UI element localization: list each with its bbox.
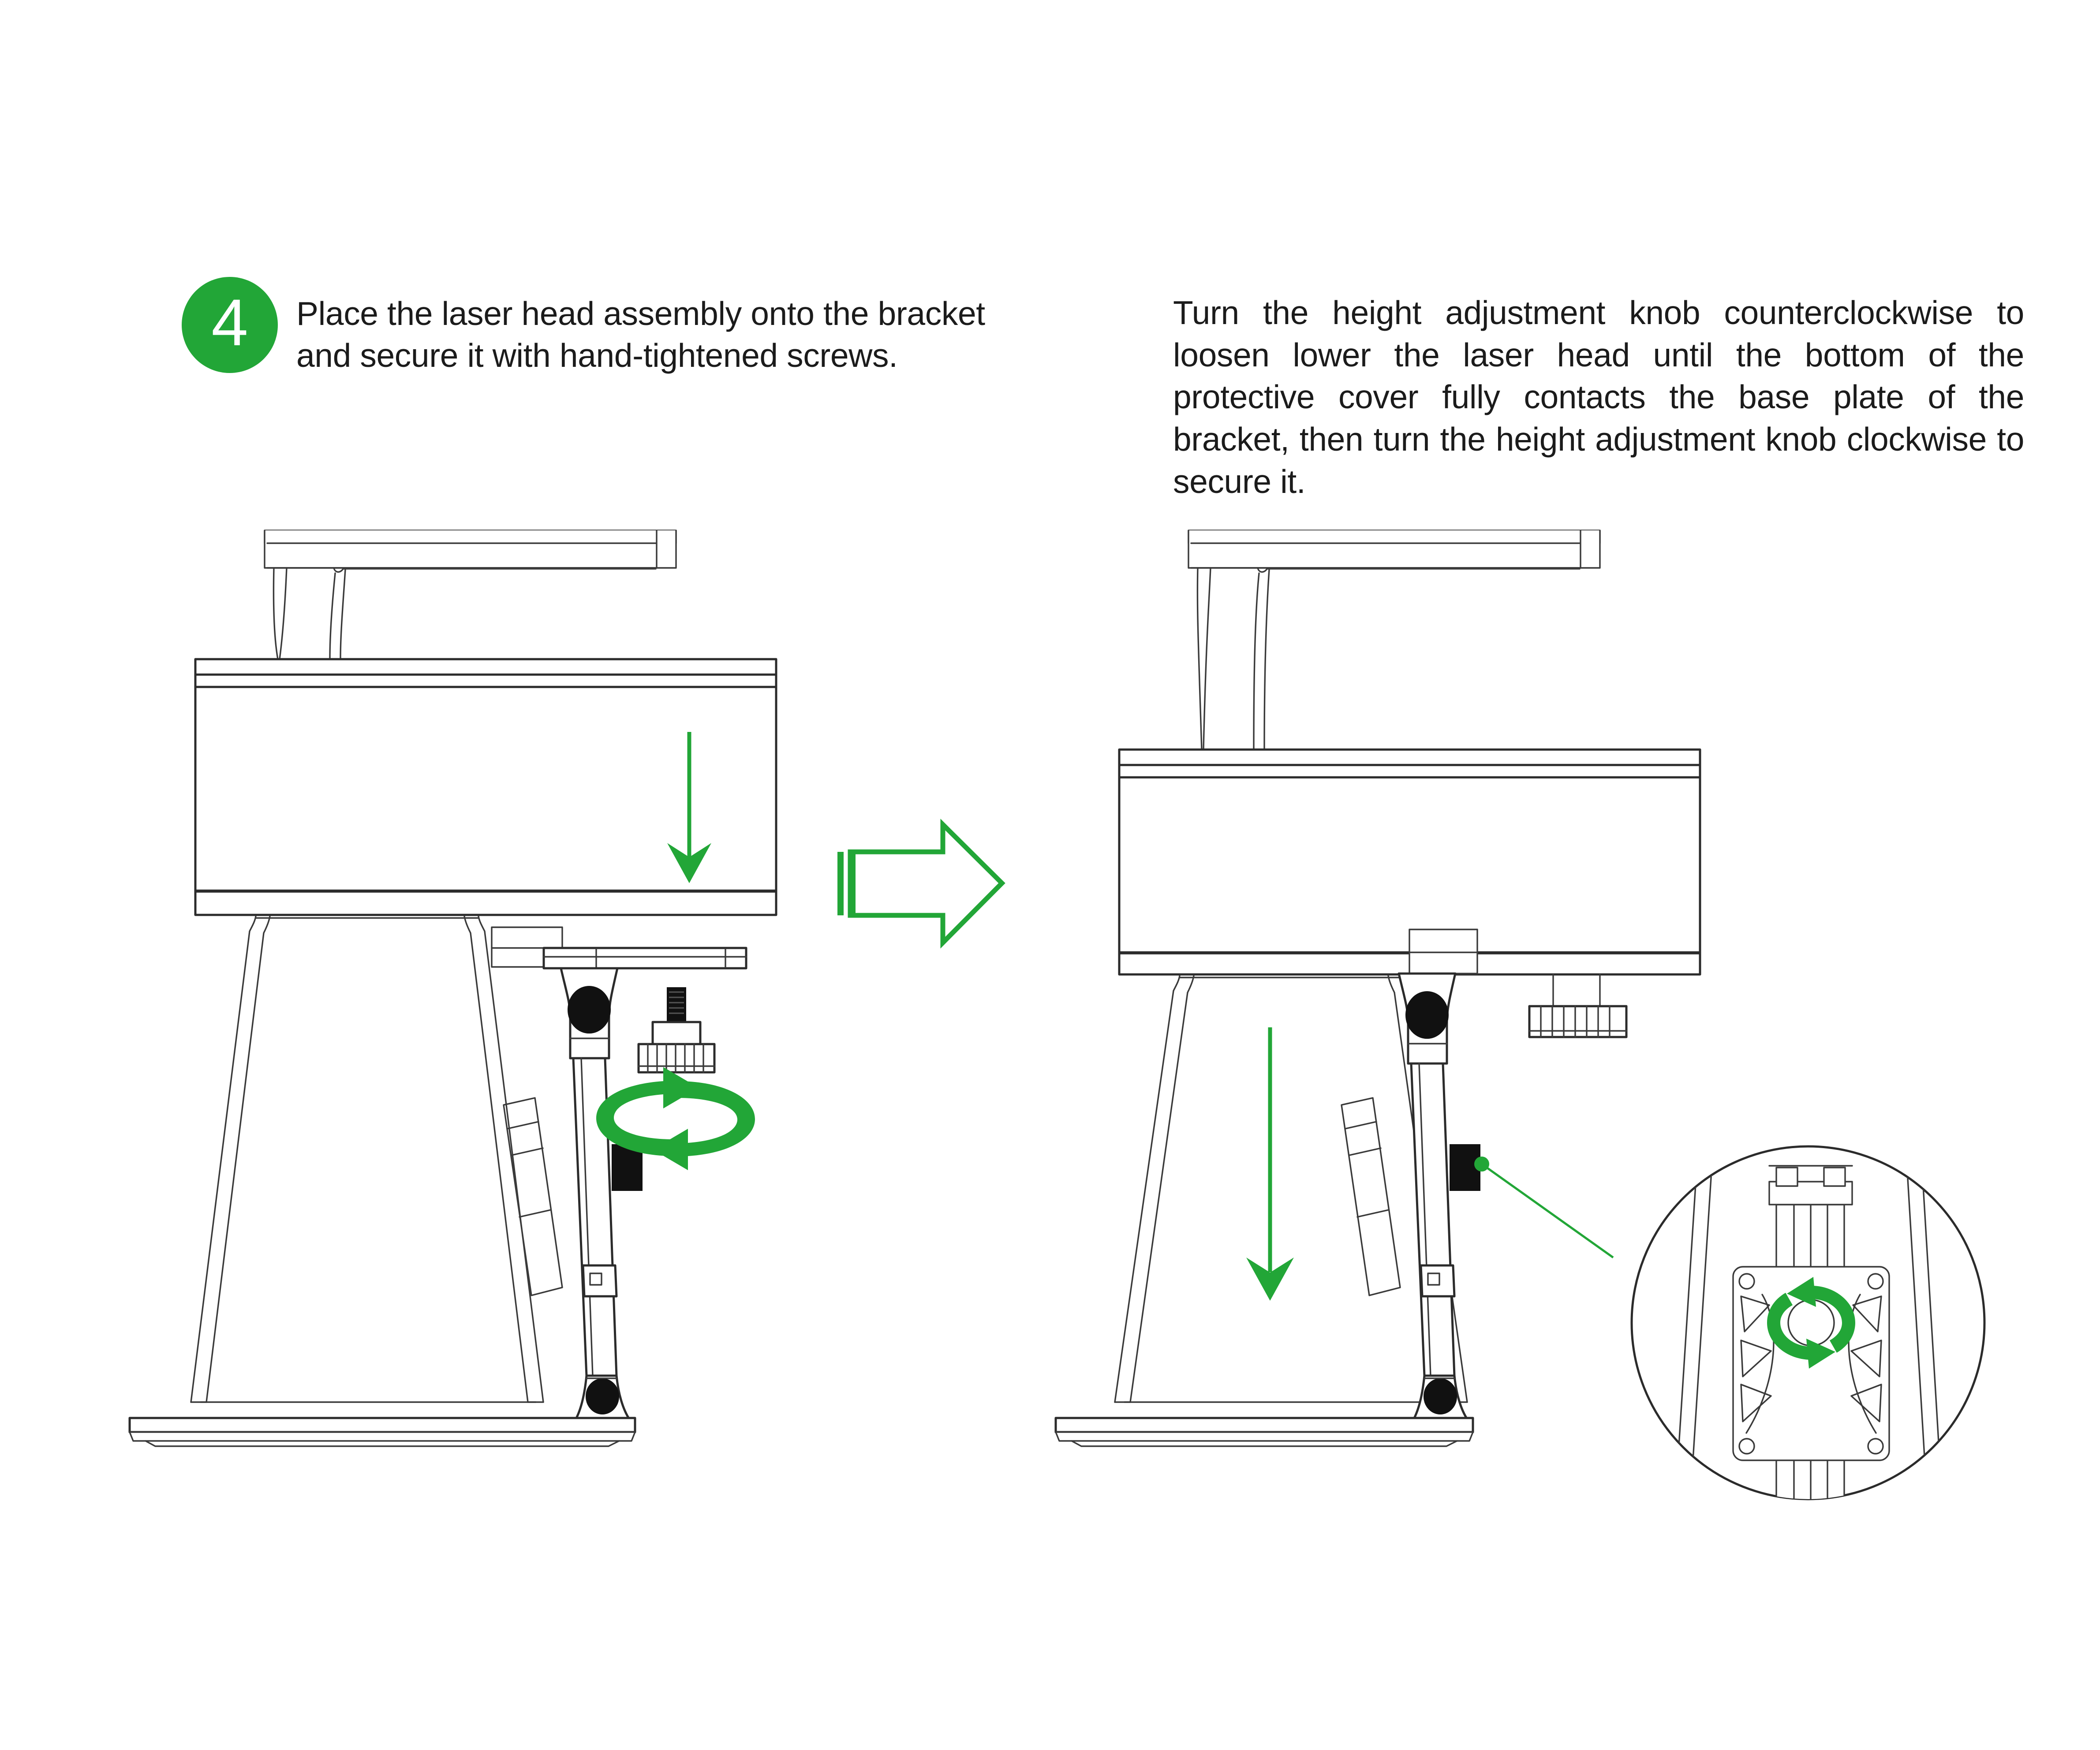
column-bottom-joint-right	[1412, 1374, 1469, 1421]
height-adjustment-knob-left	[637, 987, 716, 1074]
height-adjustment-knob-right	[1528, 974, 1628, 1038]
rail-support-posts-left	[273, 567, 657, 660]
right-figure	[1054, 530, 1986, 1500]
vertical-column-left	[572, 1057, 618, 1377]
bracket-clamp-right	[1409, 929, 1478, 974]
left-figure	[128, 530, 777, 1447]
column-bottom-joint-left	[574, 1374, 631, 1421]
support-legs-left	[190, 915, 544, 1403]
sensor-block-left	[612, 1144, 643, 1191]
rail-support-posts-right	[1196, 567, 1581, 750]
pivot-joint-left	[560, 967, 619, 1060]
step-instruction-text: Place the laser head assembly onto the b…	[296, 295, 985, 374]
pivot-joint-right	[1398, 972, 1457, 1065]
detail-leader-line	[1474, 1157, 1614, 1259]
note-instruction-text: Turn the height adjustment knob counterc…	[1173, 294, 2024, 500]
step-number-label: 4	[211, 285, 248, 359]
sensor-block-right	[1450, 1144, 1480, 1191]
inner-rail-right	[1341, 1097, 1401, 1296]
top-rail-bar-right	[1188, 530, 1601, 569]
detail-callout-circle	[1630, 1145, 1986, 1500]
laser-head-enclosure-left	[194, 658, 777, 916]
down-arrow-left	[667, 732, 711, 883]
down-arrow-right	[1246, 1027, 1294, 1301]
top-rail-bar-left	[264, 530, 677, 569]
base-plate-left	[128, 1417, 636, 1447]
transition-arrow	[837, 818, 1005, 949]
base-plate-right	[1054, 1417, 1474, 1447]
inner-rail-left	[503, 1097, 563, 1296]
rotation-arrow-left	[596, 1067, 755, 1170]
vertical-column-right	[1410, 1062, 1456, 1377]
step-number-badge: 4	[182, 277, 278, 373]
bracket-arm-left	[491, 926, 747, 970]
